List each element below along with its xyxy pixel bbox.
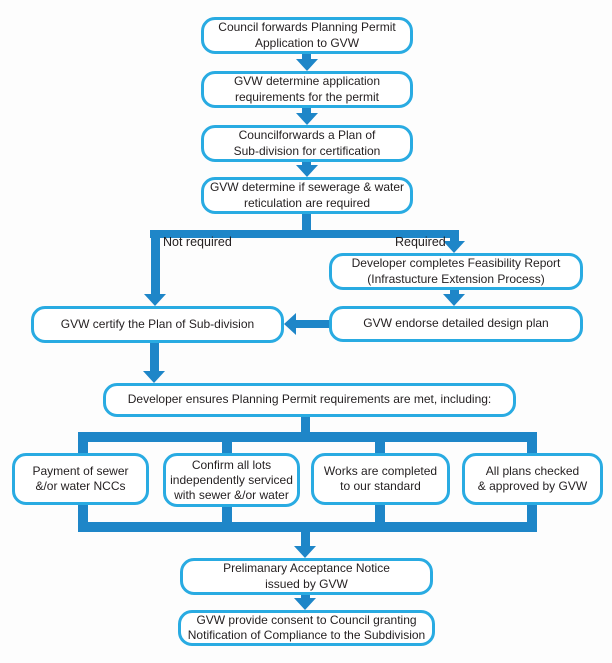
node-label: GVW certify the Plan of Sub-division bbox=[60, 316, 255, 331]
node-confirm-lots: Confirm all lots independently serviced … bbox=[163, 453, 300, 507]
node-developer-ensures: Developer ensures Planning Permit requir… bbox=[103, 383, 516, 417]
node-label: All plans checked & approved by GVW bbox=[477, 463, 588, 494]
node-label: Works are completed to our standard bbox=[323, 463, 438, 494]
node-label: GVW determine application requirements f… bbox=[233, 74, 381, 104]
node-gvw-endorse-design: GVW endorse detailed design plan bbox=[329, 306, 583, 342]
connector-vertical bbox=[301, 417, 310, 432]
arrow-left-icon bbox=[284, 313, 296, 335]
node-preliminary-notice: Prelimanary Acceptance Notice issued by … bbox=[180, 558, 433, 595]
connector-required bbox=[450, 230, 459, 244]
connector-not-required bbox=[151, 230, 160, 295]
node-label: Councilforwards a Plan of Sub-division f… bbox=[233, 128, 381, 158]
arrow-down-icon bbox=[296, 113, 318, 125]
edge-label-required: Required bbox=[395, 235, 446, 249]
connector-vertical bbox=[150, 343, 159, 372]
arrow-down-icon bbox=[294, 598, 316, 610]
node-label: Prelimanary Acceptance Notice issued by … bbox=[223, 561, 390, 591]
connector-vertical bbox=[301, 595, 310, 600]
connector-horizontal bbox=[296, 320, 329, 328]
node-payment-nccs: Payment of sewer &/or water NCCs bbox=[12, 453, 149, 505]
arrow-down-icon bbox=[144, 294, 166, 306]
node-label: Confirm all lots independently serviced … bbox=[170, 457, 293, 502]
node-label: Payment of sewer &/or water NCCs bbox=[32, 463, 129, 494]
connector-vertical bbox=[302, 108, 311, 116]
node-works-completed: Works are completed to our standard bbox=[311, 453, 450, 505]
connector-vertical bbox=[302, 214, 311, 231]
node-council-forwards-plan: Councilforwards a Plan of Sub-division f… bbox=[201, 125, 413, 162]
connector-distribution-bar bbox=[78, 432, 537, 442]
arrow-down-icon bbox=[296, 59, 318, 71]
arrow-down-icon bbox=[294, 546, 316, 558]
node-plans-checked: All plans checked & approved by GVW bbox=[462, 453, 603, 505]
connector-collection-bar bbox=[78, 522, 537, 532]
connector-vertical bbox=[302, 54, 311, 62]
node-council-forwards-application: Council forwards Planning Permit Applica… bbox=[201, 17, 413, 54]
arrow-down-icon bbox=[443, 294, 465, 306]
edge-label-not-required: Not required bbox=[163, 235, 232, 249]
arrow-down-icon bbox=[143, 371, 165, 383]
node-developer-feasibility: Developer completes Feasibility Report (… bbox=[329, 253, 583, 290]
connector-branch-bar bbox=[150, 230, 459, 238]
node-label: GVW provide consent to Council granting … bbox=[187, 612, 426, 643]
node-gvw-certify-plan: GVW certify the Plan of Sub-division bbox=[31, 306, 284, 343]
node-gvw-determine-reticulation: GVW determine if sewerage & water reticu… bbox=[201, 177, 413, 214]
connector-vertical bbox=[450, 290, 459, 297]
node-consent-notice: GVW provide consent to Council granting … bbox=[178, 610, 435, 646]
node-label: GVW determine if sewerage & water reticu… bbox=[209, 180, 405, 210]
node-label: Developer ensures Planning Permit requir… bbox=[127, 392, 492, 407]
node-gvw-determine-requirements: GVW determine application requirements f… bbox=[201, 71, 413, 108]
arrow-down-icon bbox=[443, 241, 465, 253]
node-label: GVW endorse detailed design plan bbox=[363, 316, 549, 331]
node-label: Council forwards Planning Permit Applica… bbox=[218, 20, 396, 50]
node-label: Developer completes Feasibility Report (… bbox=[351, 256, 561, 286]
arrow-down-icon bbox=[296, 165, 318, 177]
connector-vertical bbox=[301, 532, 310, 547]
